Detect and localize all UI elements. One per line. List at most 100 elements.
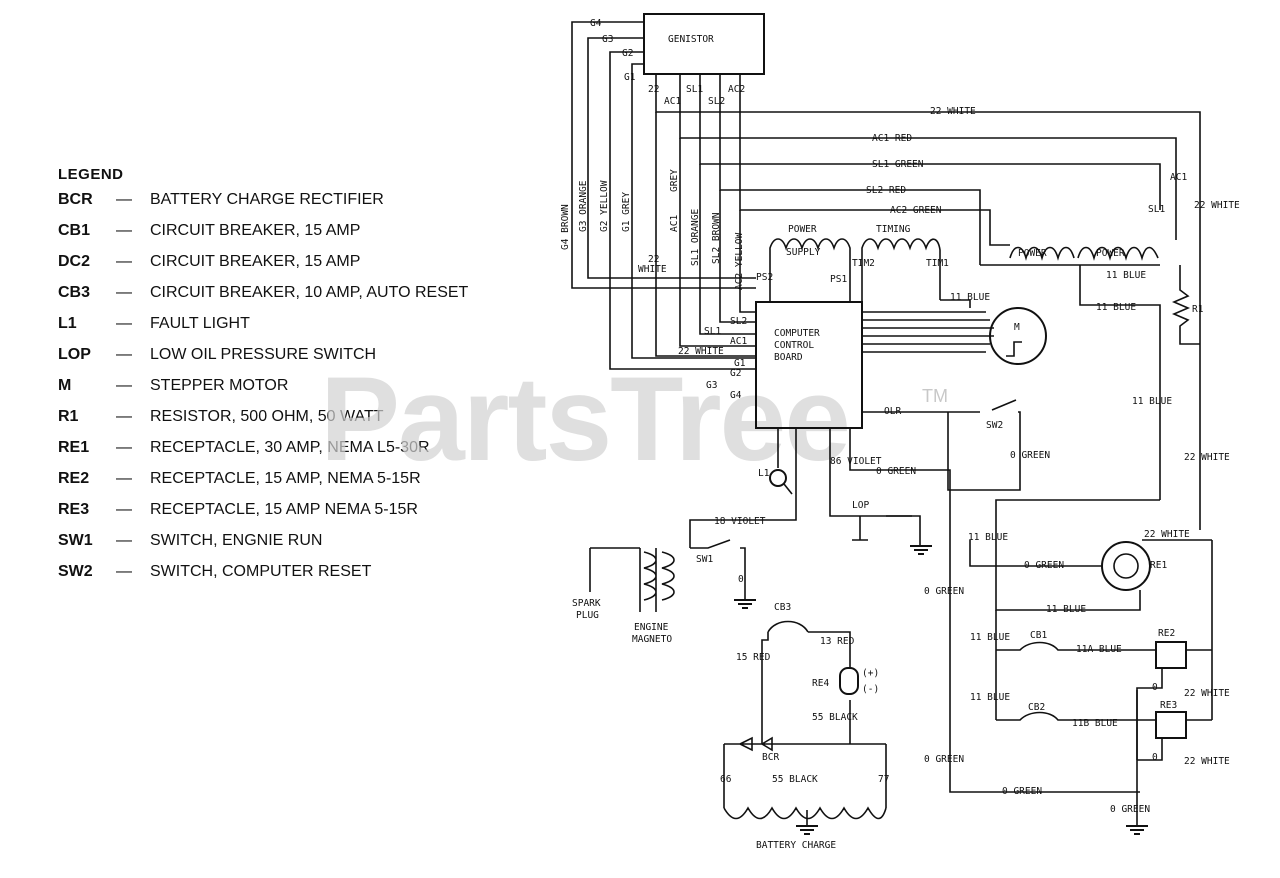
genistor-box <box>643 13 765 75</box>
bcr-label: BCR <box>762 752 779 763</box>
bcr-rectifier <box>723 736 887 808</box>
g2-yellow-label: G2 YELLOW <box>599 180 610 232</box>
fault-light-l1 <box>769 469 787 487</box>
legend-dash: — <box>116 501 132 518</box>
legend-code: CB1 <box>58 222 91 239</box>
top-ac1-label: AC1 <box>664 96 681 107</box>
legend-description: BATTERY CHARGE RECTIFIER <box>150 191 384 208</box>
zero-sw1-label: 0 <box>738 574 744 585</box>
legend-title: LEGEND <box>58 166 124 183</box>
legend-code: DC2 <box>58 253 91 270</box>
genistor-label: GENISTOR <box>668 34 714 45</box>
receptacle-re2 <box>1155 641 1187 669</box>
legend-item: CB1—CIRCUIT BREAKER, 15 AMP <box>58 222 360 253</box>
white22-re1-label: 22 WHITE <box>1144 529 1190 540</box>
watermark-trademark: TM <box>922 386 948 406</box>
legend-dash: — <box>116 470 132 487</box>
power-supply-coil <box>769 238 851 302</box>
legend-description: FAULT LIGHT <box>150 315 250 332</box>
r1-resistor <box>1171 265 1200 345</box>
legend-dash: — <box>116 315 132 332</box>
g3-label: G3 <box>602 34 613 45</box>
tim2-label: TIM2 <box>852 258 875 269</box>
legend-description: CIRCUIT BREAKER, 15 AMP <box>150 253 361 270</box>
n77-label: 77 <box>878 774 889 785</box>
power-a-label: POWER <box>1018 248 1047 259</box>
white-vert-label: WHITE <box>638 264 667 275</box>
receptacle-re3 <box>1155 711 1187 739</box>
green0-b-label: 0 GREEN <box>876 466 916 477</box>
blue11-g-label: 11 BLUE <box>970 632 1010 643</box>
legend-description: CIRCUIT BREAKER, 10 AMP, AUTO RESET <box>150 284 469 301</box>
white-22-vert-label: 22 <box>648 254 659 265</box>
olr-label: OLR <box>884 406 901 417</box>
ps1-label: PS1 <box>830 274 847 285</box>
power-windings <box>980 246 1160 266</box>
re1-inner <box>1113 553 1139 579</box>
n66-label: 66 <box>720 774 732 785</box>
legend-code: RE1 <box>58 439 90 456</box>
cb3-circuit <box>761 620 851 744</box>
power-supply-label-1: POWER <box>788 224 817 235</box>
sw2-label: SW2 <box>986 420 1003 431</box>
legend-code: SW2 <box>58 563 93 580</box>
white22-in-label: 22 WHITE <box>678 346 724 357</box>
legend-item: DC2—CIRCUIT BREAKER, 15 AMP <box>58 253 360 284</box>
sl2-in-label: SL2 <box>730 316 747 327</box>
cb3-label: CB3 <box>774 602 791 613</box>
legend-description: RECEPTACLE, 15 AMP NEMA 5-15R <box>150 501 418 518</box>
legend-description: STEPPER MOTOR <box>150 377 289 394</box>
sl1-green-label: SL1 GREEN <box>872 159 924 170</box>
legend-dash: — <box>116 408 132 425</box>
legend-item: SW2—SWITCH, COMPUTER RESET <box>58 563 371 594</box>
legend-item: LOP—LOW OIL PRESSURE SWITCH <box>58 346 376 377</box>
magneto-label-1: ENGINE <box>634 622 669 633</box>
sl2-red-label: SL2 RED <box>866 185 906 196</box>
legend-item: M—STEPPER MOTOR <box>58 377 288 408</box>
re3-label: RE3 <box>1160 700 1177 711</box>
legend-code: CB3 <box>58 284 91 301</box>
green0-c-label: 0 GREEN <box>1024 560 1064 571</box>
blue11-b-label: 11 BLUE <box>950 292 990 303</box>
ac2-green-label: AC2 GREEN <box>890 205 942 216</box>
ac1-vert-label: AC1 <box>669 215 680 232</box>
green0-f-label: 0 GREEN <box>1002 786 1042 797</box>
white22-re2-label: 22 WHITE <box>1184 688 1230 699</box>
legend-code: RE2 <box>58 470 90 487</box>
blue11-c-label: 11 BLUE <box>1096 302 1136 313</box>
ccb-label-1: COMPUTER <box>774 328 820 339</box>
motor-symbol <box>1006 341 1022 357</box>
re2-wires <box>1136 649 1212 760</box>
cb2-label: CB2 <box>1028 702 1045 713</box>
lop-switch <box>852 515 912 541</box>
engine-magneto <box>589 547 675 612</box>
white-22-right-label: 22 WHITE <box>1194 200 1240 211</box>
genistor-g-leads <box>571 21 756 370</box>
timing-coil <box>861 238 941 302</box>
red13-label: 13 RED <box>820 636 855 647</box>
white-22-top-label: 22 WHITE <box>930 106 976 117</box>
legend-code: R1 <box>58 408 79 425</box>
sl1-in-label: SL1 <box>704 326 721 337</box>
sw1-label: SW1 <box>696 554 713 565</box>
legend-code: BCR <box>58 191 93 208</box>
g4-in-label: G4 <box>730 390 742 401</box>
legend-item: RE1—RECEPTACLE, 30 AMP, NEMA L5-30R <box>58 439 430 470</box>
violet86-label: 86 VIOLET <box>830 456 882 467</box>
ac1-red-label: AC1 RED <box>872 133 912 144</box>
ac1-right-label: AC1 <box>1170 172 1187 183</box>
sl1-orange-label: SL1 ORANGE <box>690 209 701 266</box>
battery-charge-winding <box>723 806 887 820</box>
minus-label: (-) <box>862 684 879 695</box>
g1-in-label: G1 <box>734 358 746 369</box>
g1-grey-label: G1 GREY <box>621 192 632 232</box>
l1-label: L1 <box>758 468 770 479</box>
green0-g-label: 0 GREEN <box>1110 804 1150 815</box>
g4-label: G4 <box>590 18 602 29</box>
ac1-in-label: AC1 <box>730 336 747 347</box>
motor-label: M <box>1014 322 1020 333</box>
spark-plug-label-1: SPARK <box>572 598 601 609</box>
blue11-h-label: 11 BLUE <box>970 692 1010 703</box>
